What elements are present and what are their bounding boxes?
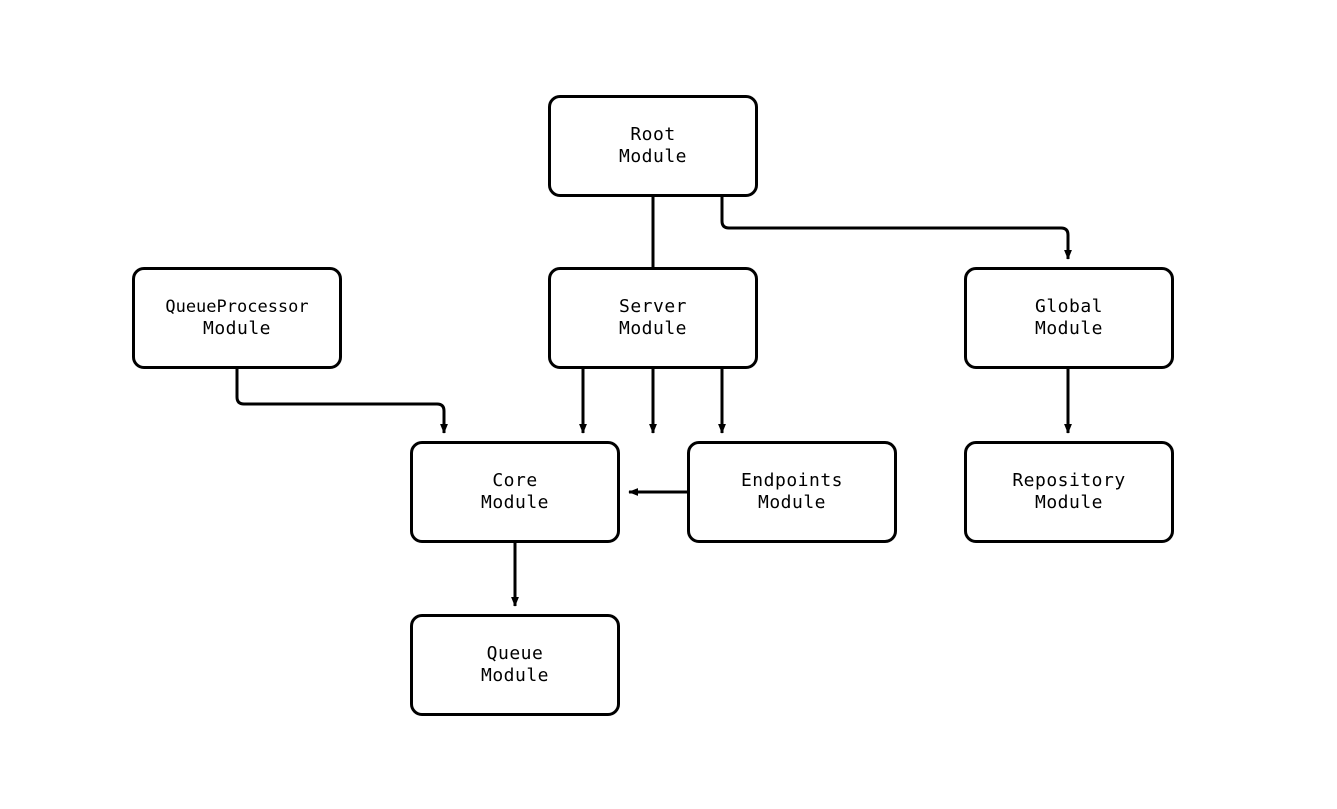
node-queue-module[interactable]: Queue Module bbox=[410, 614, 620, 716]
node-label-line2: Module bbox=[618, 146, 688, 167]
node-label-line2: Module bbox=[202, 318, 272, 339]
node-label-line1: Server bbox=[618, 296, 688, 317]
edge-root-to-global bbox=[720, 197, 1072, 260]
node-label-line1: QueueProcessor bbox=[165, 297, 309, 317]
node-label-line2: Module bbox=[757, 492, 827, 513]
node-label-line2: Module bbox=[1034, 492, 1104, 513]
node-label-line2: Module bbox=[480, 492, 550, 513]
node-repository-module[interactable]: Repository Module bbox=[964, 441, 1174, 543]
edge-queueprocessor-to-core bbox=[235, 369, 448, 434]
node-label-line1: Root bbox=[630, 124, 676, 145]
node-label-line1: Repository bbox=[1012, 470, 1126, 491]
node-queueprocessor-module[interactable]: QueueProcessor Module bbox=[132, 267, 342, 369]
node-server-module[interactable]: Server Module bbox=[548, 267, 758, 369]
node-endpoints-module[interactable]: Endpoints Module bbox=[687, 441, 897, 543]
node-label-line1: Endpoints bbox=[740, 470, 844, 491]
node-label-line2: Module bbox=[1034, 318, 1104, 339]
node-label-line2: Module bbox=[618, 318, 688, 339]
node-label-line1: Core bbox=[492, 470, 538, 491]
node-core-module[interactable]: Core Module bbox=[410, 441, 620, 543]
node-root-module[interactable]: Root Module bbox=[548, 95, 758, 197]
node-global-module[interactable]: Global Module bbox=[964, 267, 1174, 369]
node-label-line1: Global bbox=[1034, 296, 1104, 317]
node-label-line1: Queue bbox=[486, 643, 544, 664]
node-label-line2: Module bbox=[480, 665, 550, 686]
